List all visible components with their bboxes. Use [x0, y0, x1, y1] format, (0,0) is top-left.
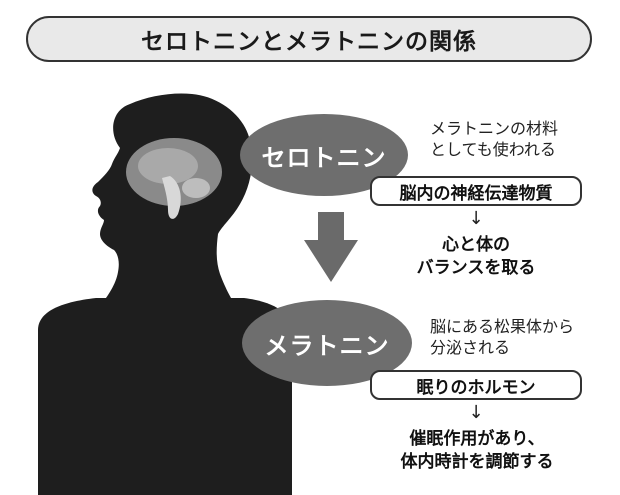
arrow-head [304, 240, 358, 282]
serotonin-result-line2: バランスを取る [416, 258, 536, 278]
serotonin-result: 心と体の バランスを取る [380, 234, 572, 280]
title-banner: セロトニンとメラトニンの関係 [26, 16, 592, 62]
serotonin-note-line1: メラトニンの材料 [430, 119, 559, 138]
melatonin-arrow-icon: ↓ [468, 402, 484, 423]
arrow-shaft [318, 212, 344, 240]
brainstem [162, 176, 181, 219]
melatonin-function-label: 眠りのホルモン [416, 377, 536, 398]
melatonin-note: 脳にある松果体から 分泌される [430, 316, 574, 358]
melatonin-note-line2: 分泌される [430, 338, 511, 357]
brain-lobe [138, 148, 198, 184]
melatonin-result: 催眠作用があり、 体内時計を調節する [374, 428, 580, 474]
melatonin-note-line1: 脳にある松果体から [430, 317, 575, 336]
serotonin-function-box: 脳内の神経伝達物質 [370, 176, 582, 206]
cerebellum [182, 178, 210, 198]
serotonin-note-line2: としても使われる [430, 140, 556, 159]
body-shape [38, 298, 292, 495]
serotonin-label: セロトニン [261, 143, 387, 172]
serotonin-note: メラトニンの材料 としても使われる [430, 118, 558, 160]
melatonin-result-line2: 体内時計を調節する [400, 452, 554, 472]
melatonin-result-line1: 催眠作用があり、 [409, 429, 545, 449]
melatonin-label: メラトニン [264, 331, 390, 360]
melatonin-ellipse: メラトニン [242, 300, 412, 386]
serotonin-function-label: 脳内の神経伝達物質 [399, 183, 553, 204]
brain-icon [126, 138, 222, 219]
down-arrow-icon [304, 212, 358, 282]
melatonin-function-box: 眠りのホルモン [370, 370, 582, 400]
human-silhouette-icon [38, 93, 292, 495]
page-title: セロトニンとメラトニンの関係 [141, 29, 477, 55]
serotonin-result-line1: 心と体の [442, 235, 510, 255]
serotonin-arrow-icon: ↓ [468, 208, 484, 229]
